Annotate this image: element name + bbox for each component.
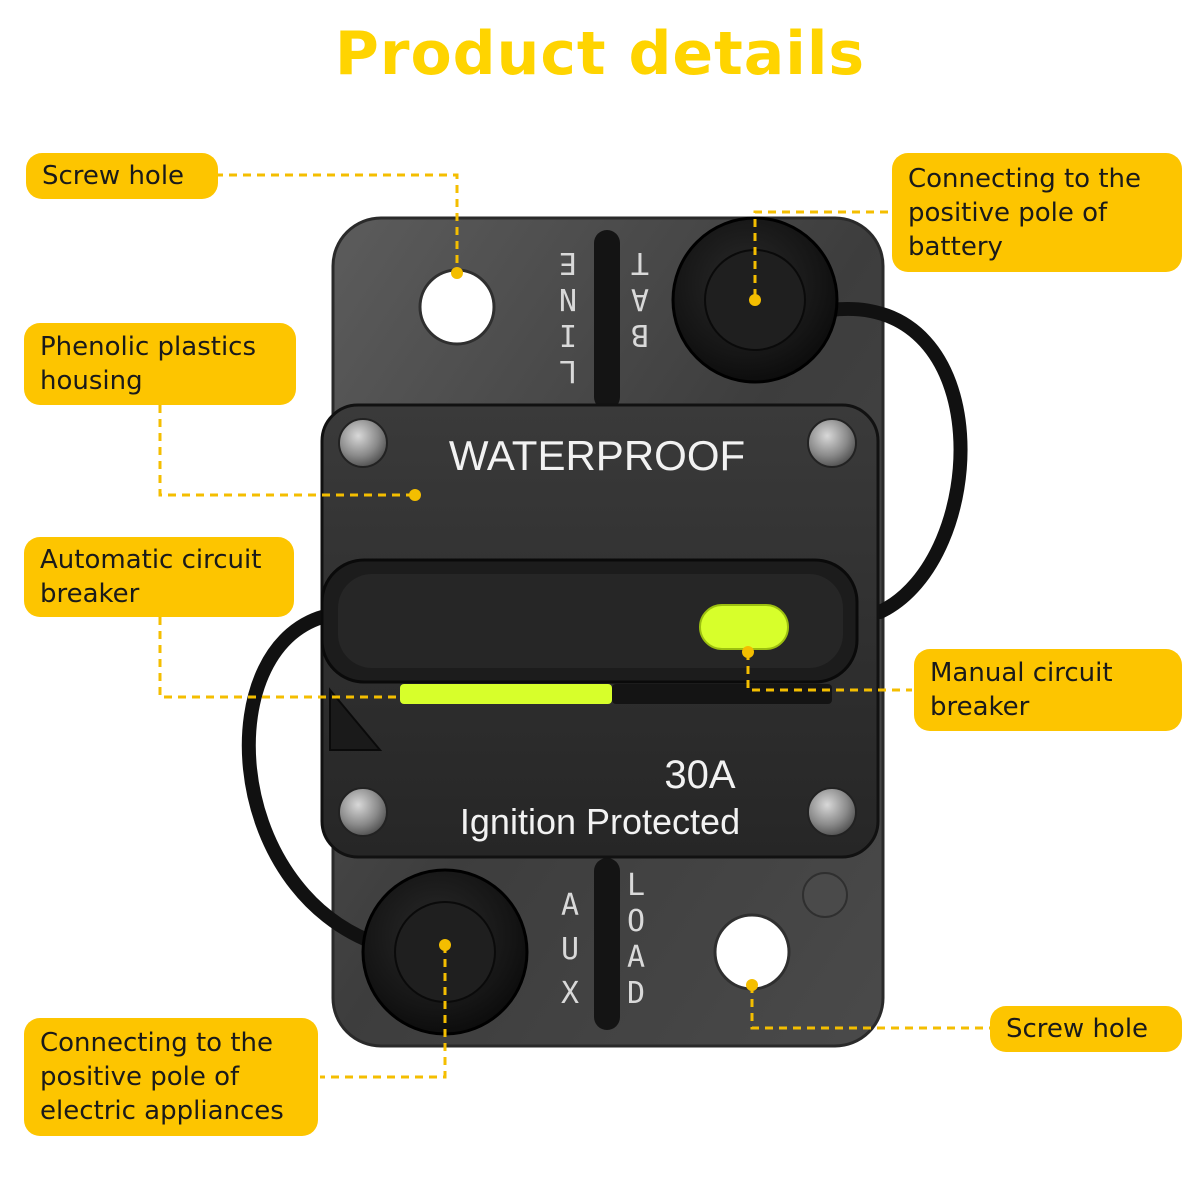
rating-text: 30A <box>664 753 735 797</box>
leader-automatic-breaker <box>158 617 400 699</box>
leader-phenolic-housing <box>158 405 415 497</box>
top-cable <box>823 301 968 619</box>
housing-text: WATERPROOF <box>449 432 745 479</box>
housing-screw <box>338 787 388 837</box>
label-manual-breaker: Manual circuit breaker <box>914 649 1182 731</box>
center-slot-bottom <box>594 858 620 1030</box>
label-automatic-breaker: Automatic circuit breaker <box>24 537 294 617</box>
center-slot-top <box>594 230 620 410</box>
leader-appliance-positive <box>320 945 447 1079</box>
page-title: Product details <box>334 19 866 89</box>
screw-hole-top-left <box>418 268 496 346</box>
leader-manual-breaker <box>746 652 912 692</box>
label-screw-hole-bottom: Screw hole <box>990 1006 1182 1052</box>
leader-screw-hole-bottom <box>750 985 990 1030</box>
bottom-cable <box>241 608 387 952</box>
label-appliance-positive: Connecting to the positive pole of elect… <box>24 1018 318 1136</box>
leader-dot <box>439 939 451 951</box>
manual-trip-button <box>699 604 789 650</box>
leader-dot <box>749 294 761 306</box>
leader-dot <box>742 646 754 658</box>
label-battery-positive: Connecting to the positive pole of batte… <box>892 153 1182 272</box>
indicator-triangle <box>329 687 383 751</box>
housing-screw <box>338 418 388 468</box>
indicator-slot <box>612 684 832 704</box>
leader-battery-positive <box>753 210 888 300</box>
leader-dot <box>451 267 463 279</box>
terminal-label-bat: BAT <box>631 246 649 353</box>
terminal-label-line: LINE <box>559 246 577 389</box>
plate-dimple <box>802 872 848 918</box>
leader-screw-hole-top <box>215 173 459 273</box>
label-phenolic-housing: Phenolic plastics housing <box>24 323 296 405</box>
certification-text: Ignition Protected <box>460 801 740 842</box>
housing-screw <box>807 787 857 837</box>
screw-hole-bottom-right <box>713 913 791 991</box>
leader-dot <box>409 489 421 501</box>
housing-screw <box>807 418 857 468</box>
label-screw-hole-top: Screw hole <box>26 153 218 199</box>
leader-dot <box>746 979 758 991</box>
trip-indicator-bar <box>400 684 612 704</box>
